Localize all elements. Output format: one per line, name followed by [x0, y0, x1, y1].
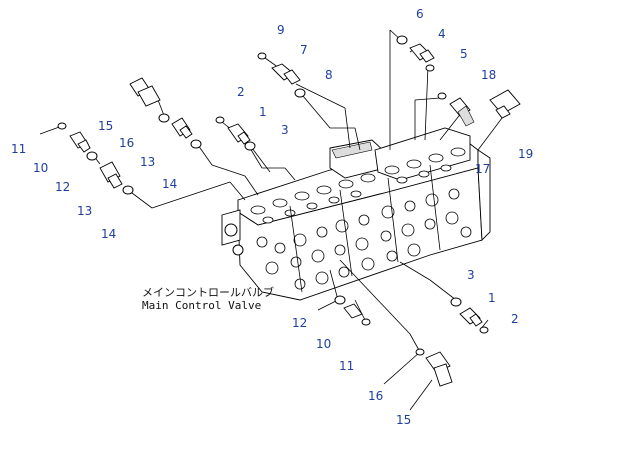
oring-3-upper [244, 141, 256, 151]
oring-8 [294, 88, 306, 98]
callout-2-lower: 2 [511, 312, 519, 326]
oring-11-left [57, 122, 67, 130]
fitting-13-left [99, 161, 123, 189]
fitting-7 [271, 63, 301, 85]
oring-2-lower [479, 326, 489, 334]
caption-japanese: メインコントロールバルブ [142, 285, 274, 299]
oring-12-left [86, 151, 98, 161]
caption-english: Main Control Valve [142, 299, 261, 312]
callout-11-left: 11 [11, 142, 26, 156]
oring-2-upper [215, 116, 225, 124]
callout-11-lower: 11 [339, 359, 354, 373]
callout-1-upper: 1 [259, 105, 267, 119]
oring-14-left [122, 185, 134, 195]
callout-3-upper: 3 [281, 123, 289, 137]
fitting-10-lower [343, 303, 363, 319]
callout-10-left: 10 [33, 161, 48, 175]
oring-16-lower [415, 348, 425, 356]
callout-16-upper: 16 [119, 136, 134, 150]
plug-1-upper [227, 123, 251, 145]
callout-17: 17 [475, 162, 490, 176]
callout-14-upper: 14 [162, 177, 177, 191]
oring-6 [396, 35, 408, 45]
elbow-15-lower [425, 351, 453, 387]
oring-12-lower [334, 295, 346, 305]
oring-16-upper [158, 113, 170, 123]
callout-15-upper: 15 [98, 119, 113, 133]
callout-15-lower: 15 [396, 413, 411, 427]
sensor-19 [489, 89, 521, 119]
oring-18 [437, 92, 447, 100]
callout-18: 18 [481, 68, 496, 82]
oring-9 [257, 52, 267, 60]
elbow-15-upper [129, 77, 161, 107]
callout-labels: 9 7 6 4 5 8 18 2 1 3 15 16 13 14 11 10 1… [11, 7, 533, 427]
callout-3-lower: 3 [467, 268, 475, 282]
callout-9: 9 [277, 23, 285, 37]
callout-19: 19 [518, 147, 533, 161]
callout-4: 4 [438, 27, 446, 41]
fitting-10-left [69, 131, 91, 153]
plug-1-lower [459, 307, 483, 327]
callout-13-upper: 13 [140, 155, 155, 169]
fitting-13-upper [171, 117, 193, 139]
oring-3-lower [450, 297, 462, 307]
callout-16-lower: 16 [368, 389, 383, 403]
leader-lines [39, 29, 509, 411]
callout-13-left: 13 [77, 204, 92, 218]
oring-14-upper [190, 139, 202, 149]
sensor-17 [449, 97, 475, 127]
fitting-4 [409, 43, 435, 63]
callout-7: 7 [300, 43, 308, 57]
callout-12-left: 12 [55, 180, 70, 194]
callout-6: 6 [416, 7, 424, 21]
oring-5 [425, 64, 435, 72]
oring-11-lower [361, 318, 371, 326]
callout-5: 5 [460, 47, 468, 61]
main-control-valve-body [221, 127, 491, 301]
callout-1-lower: 1 [488, 291, 496, 305]
callout-8: 8 [325, 68, 333, 82]
callout-14-left: 14 [101, 227, 116, 241]
callout-2-upper: 2 [237, 85, 245, 99]
callout-10-lower: 10 [316, 337, 331, 351]
callout-12-lower: 12 [292, 316, 307, 330]
